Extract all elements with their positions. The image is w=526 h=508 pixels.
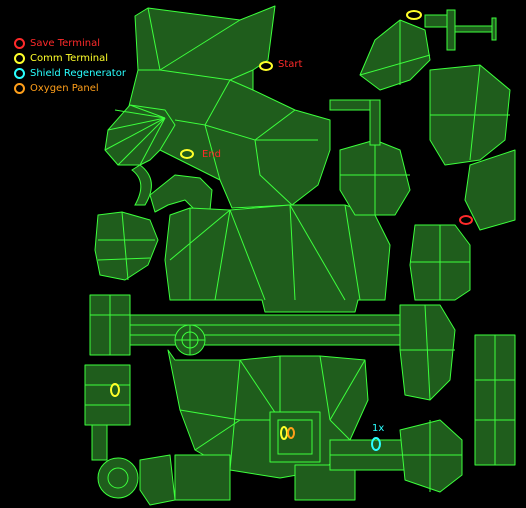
legend-label: Save Terminal [30, 38, 100, 49]
shield-regenerator-icon[interactable] [371, 437, 381, 451]
corridor-west-curve [131, 164, 152, 206]
room-central-hall [164, 204, 391, 313]
map-rooms [84, 5, 516, 506]
corridor-top-right-h [454, 25, 496, 33]
yellow-ring-icon [14, 53, 25, 64]
legend-item-oxygen-panel: Oxygen Panel [14, 81, 126, 96]
legend: Save Terminal Comm Terminal Shield Regen… [14, 36, 126, 96]
legend-label: Comm Terminal [30, 53, 109, 64]
legend-item-save-terminal: Save Terminal [14, 36, 126, 51]
room-end-annex [149, 174, 213, 213]
save-terminal-icon[interactable] [459, 215, 473, 225]
legend-item-shield-regenerator: Shield Regenerator [14, 66, 126, 81]
room-west-wing [94, 211, 159, 281]
shield-count-label: 1x [372, 423, 385, 434]
comm-terminal-northeast-icon[interactable] [406, 10, 422, 20]
oxygen-panel-icon[interactable] [287, 427, 295, 439]
room-south-west-annex [139, 454, 176, 506]
end-label: End [202, 149, 222, 160]
corridor-main-east-west [99, 314, 401, 346]
corridor-top-right [424, 14, 451, 28]
comm-terminal-start-icon[interactable] [259, 61, 273, 71]
corridor-west-south [91, 424, 108, 461]
room-south-east [294, 464, 356, 501]
room-north-hall [127, 5, 331, 209]
comm-terminal-end-icon[interactable] [180, 149, 194, 159]
orange-ring-icon [14, 83, 25, 94]
legend-label: Shield Regenerator [30, 68, 126, 79]
legend-label: Oxygen Panel [30, 83, 99, 94]
room-west-storage [84, 364, 131, 426]
cyan-ring-icon [14, 68, 25, 79]
room-northeast-upper [359, 19, 431, 91]
corridor-top-right-v [446, 9, 456, 51]
start-label: Start [278, 59, 303, 70]
map-markers [110, 10, 473, 451]
corridor-north-east-v [369, 99, 381, 146]
room-southwest-round [97, 457, 139, 499]
comm-terminal-west-icon[interactable] [110, 383, 120, 397]
room-east-round [399, 419, 463, 493]
corridor-north-east [329, 99, 376, 111]
room-east-upper [464, 149, 516, 231]
room-south-center [174, 454, 231, 501]
corridor-top-right-end [491, 17, 497, 41]
legend-item-comm-terminal: Comm Terminal [14, 51, 126, 66]
red-ring-icon [14, 38, 25, 49]
